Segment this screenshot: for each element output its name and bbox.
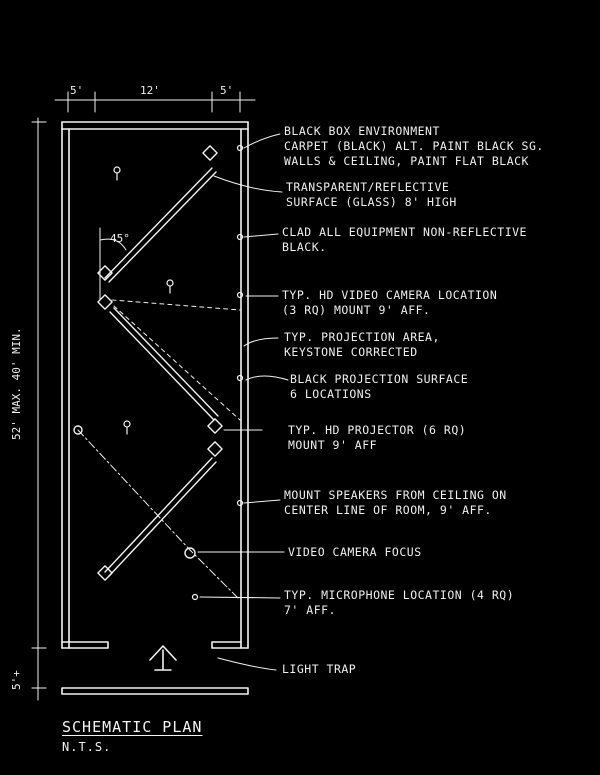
glass-surfaces [104, 167, 219, 577]
note-line: CENTER LINE OF ROOM, 9' AFF. [284, 503, 492, 517]
note-line: KEYSTONE CORRECTED [284, 345, 418, 359]
dim-top-left: 5' [70, 84, 84, 97]
room-walls [61, 121, 249, 649]
drawing-title: SCHEMATIC PLAN [62, 718, 203, 736]
note-speakers: MOUNT SPEAKERS FROM CEILING ON CENTER LI… [284, 488, 507, 518]
speaker-markers [113, 166, 174, 435]
note-line: MOUNT 9' AFF [288, 438, 378, 452]
video-camera-markers [73, 425, 196, 559]
note-black-box: BLACK BOX ENVIRONMENT CARPET (BLACK) ALT… [284, 124, 544, 169]
note-projection-area: TYP. PROJECTION AREA, KEYSTONE CORRECTED [284, 330, 440, 360]
note-camera-location: TYP. HD VIDEO CAMERA LOCATION (3 RQ) MOU… [282, 288, 497, 318]
note-camera-focus: VIDEO CAMERA FOCUS [288, 545, 422, 560]
note-line: SURFACE (GLASS) 8' HIGH [286, 195, 457, 209]
note-line: BLACK BOX ENVIRONMENT [284, 124, 440, 138]
angle-arc [99, 227, 127, 301]
microphone-markers [191, 144, 244, 601]
left-dimension-line [31, 117, 47, 701]
note-line: TYP. PROJECTION AREA, [284, 330, 440, 344]
note-line: TYP. HD VIDEO CAMERA LOCATION [282, 288, 498, 302]
note-line: TRANSPARENT/REFLECTIVE [286, 180, 450, 194]
note-line: TYP. HD PROJECTOR (6 RQ) [288, 423, 467, 437]
note-line: 6 LOCATIONS [290, 387, 372, 401]
drawing-scale: N.T.S. [62, 740, 112, 754]
note-projector: TYP. HD PROJECTOR (6 RQ) MOUNT 9' AFF [288, 423, 466, 453]
note-line: CARPET (BLACK) ALT. PAINT BLACK SG. [284, 139, 544, 153]
note-line: 7' AFF. [284, 603, 336, 617]
note-transparent-surface: TRANSPARENT/REFLECTIVE SURFACE (GLASS) 8… [286, 180, 457, 210]
dim-light-trap-depth: 5'+ [10, 670, 23, 690]
note-microphone: TYP. MICROPHONE LOCATION (4 RQ) 7' AFF. [284, 588, 514, 618]
note-line: (3 RQ) MOUNT 9' AFF. [282, 303, 431, 317]
note-line: MOUNT SPEAKERS FROM CEILING ON [284, 488, 507, 502]
top-dimension-line [54, 91, 256, 113]
projector-markers [97, 145, 223, 581]
projection-lines [111, 299, 241, 421]
note-line: VIDEO CAMERA FOCUS [288, 545, 422, 559]
note-line: BLACK. [282, 240, 327, 254]
note-clad-equipment: CLAD ALL EQUIPMENT NON-REFLECTIVE BLACK. [282, 225, 527, 255]
note-light-trap: LIGHT TRAP [282, 662, 356, 677]
note-line: LIGHT TRAP [282, 662, 357, 676]
note-line: BLACK PROJECTION SURFACE [290, 372, 469, 386]
note-line: CLAD ALL EQUIPMENT NON-REFLECTIVE [282, 225, 527, 239]
camera-focus-line [77, 429, 241, 601]
note-projection-surface: BLACK PROJECTION SURFACE 6 LOCATIONS [290, 372, 468, 402]
angle-label: 45° [110, 232, 130, 245]
note-line: TYP. MICROPHONE LOCATION (4 RQ) [284, 588, 515, 602]
dim-room-length: 52' MAX. 40' MIN. [10, 327, 23, 440]
light-trap-wall [61, 687, 249, 695]
dim-top-right: 5' [220, 84, 234, 97]
dim-top-middle: 12' [140, 84, 160, 97]
note-line: WALLS & CEILING, PAINT FLAT BLACK [284, 154, 529, 168]
entry-arrow [149, 645, 177, 671]
leader-lines [197, 133, 289, 671]
